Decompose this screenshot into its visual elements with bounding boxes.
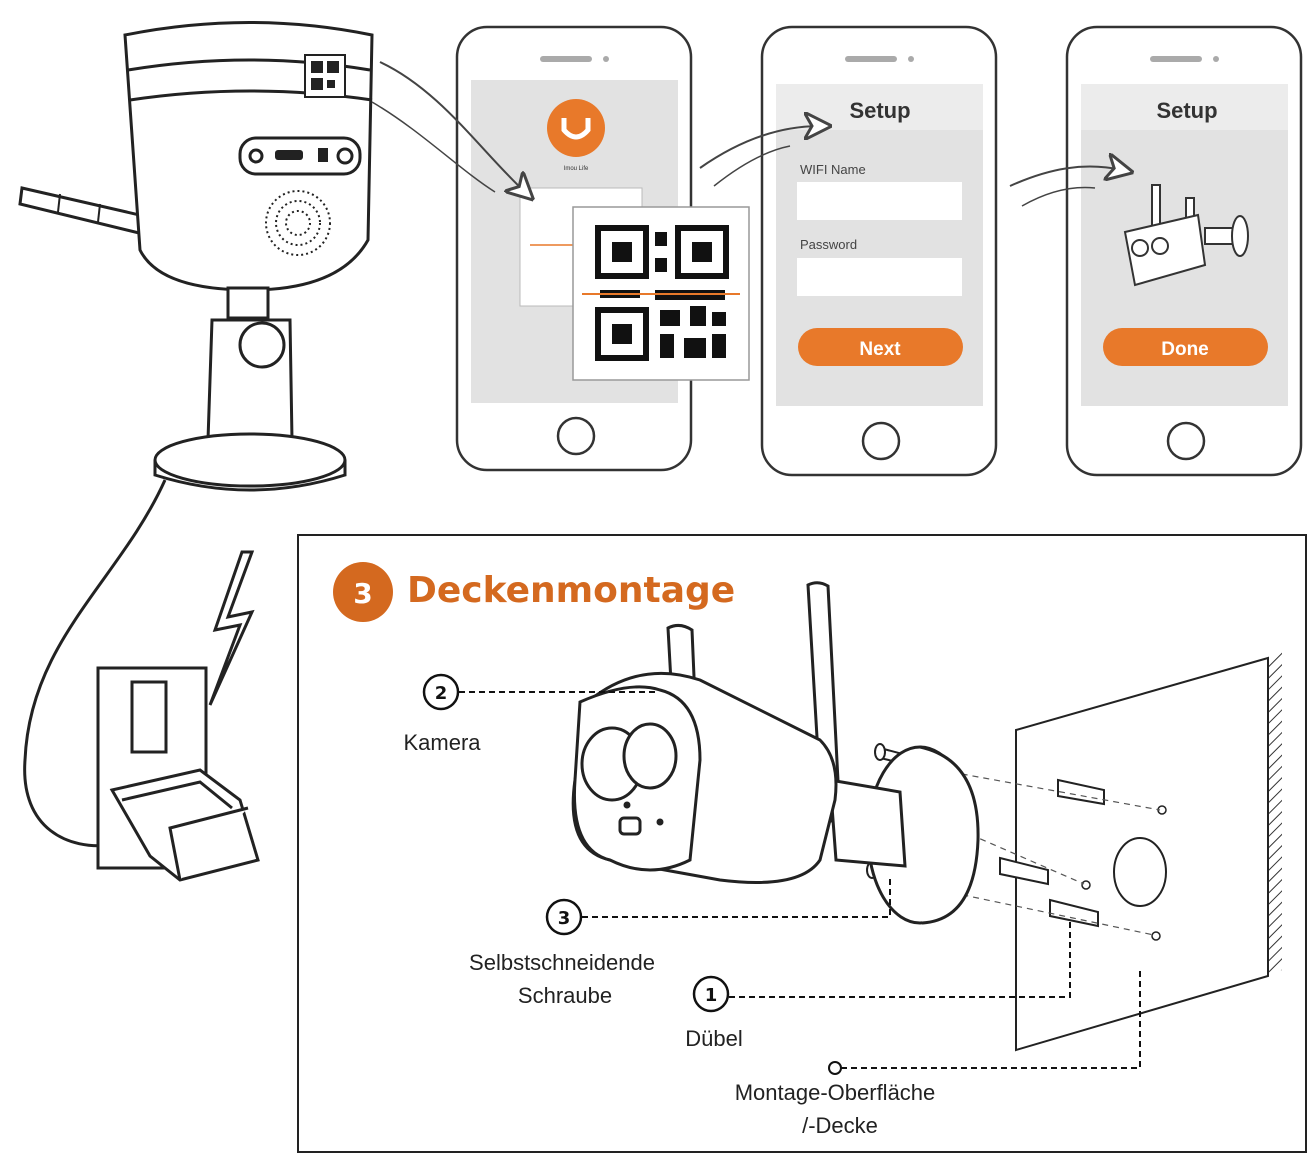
section-number: 3 xyxy=(353,577,372,610)
mounting-surface xyxy=(1015,652,1282,1052)
next-button[interactable] xyxy=(798,328,963,366)
callout-label-camera: Kamera xyxy=(403,730,481,755)
wifi-name-label: WIFI Name xyxy=(800,162,866,177)
callout-surface: Montage-Oberfläche /-Decke xyxy=(735,970,1141,1138)
guide-lines xyxy=(929,769,1161,936)
arrow-icon xyxy=(379,61,525,192)
done-button-label: Done xyxy=(1161,339,1209,360)
screen-title: Setup xyxy=(849,98,910,123)
app-logo-icon xyxy=(547,99,605,157)
password-label: Password xyxy=(800,237,857,252)
callout-label-screw-line2: Schraube xyxy=(518,983,612,1008)
lightning-icon xyxy=(208,550,255,706)
wall-anchors xyxy=(999,778,1105,928)
section-title: Deckenmontage xyxy=(407,570,735,611)
callout-camera: 2 Kamera xyxy=(403,673,655,755)
home-button-icon xyxy=(861,421,901,461)
callout-label-anchor: Dübel xyxy=(685,1026,742,1051)
arrow-icon xyxy=(699,126,820,169)
arrow-icon xyxy=(1009,167,1122,187)
power-cable xyxy=(23,479,167,848)
speaker-icon xyxy=(265,190,331,256)
phone-app-download: Imou Life xyxy=(455,25,750,472)
app-name: Imou Life xyxy=(564,166,589,172)
home-button-icon xyxy=(1166,421,1206,461)
callout-number: 2 xyxy=(435,683,448,704)
camera-illustration xyxy=(18,21,374,492)
qr-code-icon xyxy=(572,206,750,381)
done-button[interactable] xyxy=(1103,328,1268,366)
callout-screw: 3 Selbstschneidende Schraube xyxy=(469,878,891,1008)
callout-label-surface-line2: /-Decke xyxy=(802,1113,878,1138)
phone-setup-done: Setup Done xyxy=(1065,25,1303,477)
phone-setup-wifi: Setup WIFI Name Password Next xyxy=(760,25,998,477)
arrow-tail xyxy=(1021,186,1096,207)
callout-anchor: 1 Dübel xyxy=(685,920,1071,1051)
camera-thumbnail-icon xyxy=(1123,184,1249,287)
power-adapter-icon xyxy=(96,666,260,882)
home-button-icon xyxy=(556,416,596,456)
section-number-badge xyxy=(333,562,393,622)
callout-label-surface-line1: Montage-Oberfläche xyxy=(735,1080,936,1105)
wifi-name-field[interactable] xyxy=(797,182,962,220)
mounted-camera-illustration xyxy=(571,581,980,925)
callout-number: 3 xyxy=(558,908,571,929)
arrow-tail xyxy=(371,101,496,193)
password-field[interactable] xyxy=(797,258,962,296)
screen-title: Setup xyxy=(1156,98,1217,123)
callout-label-screw-line1: Selbstschneidende xyxy=(469,950,655,975)
arrow-tail xyxy=(713,145,791,187)
callout-number: 1 xyxy=(705,985,718,1006)
next-button-label: Next xyxy=(859,339,901,360)
